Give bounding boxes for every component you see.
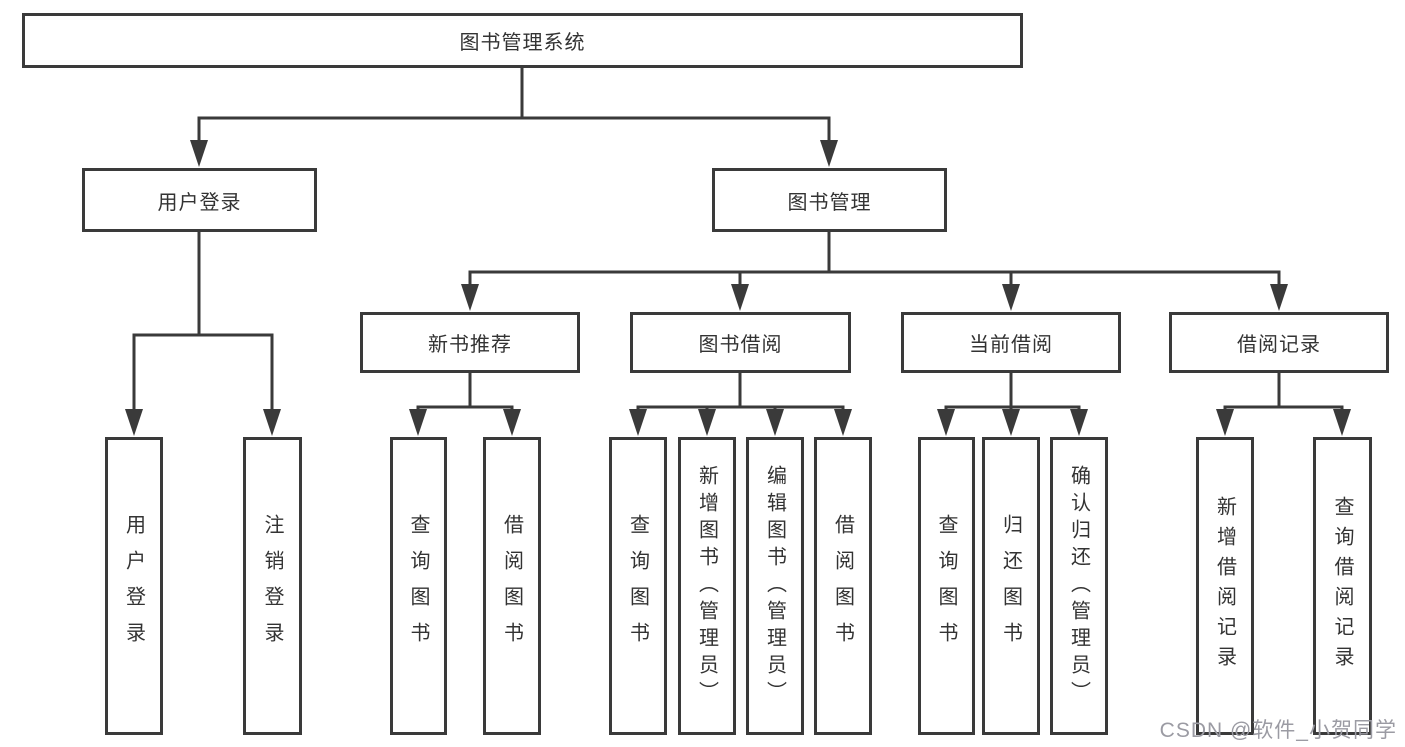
node-borrowing-records: 借阅记录 [1169, 312, 1389, 373]
leaf-logout: 注销登录 [243, 437, 302, 735]
leaf-label: 借阅图书 [831, 514, 854, 658]
leaf-query-borrow-record: 查询借阅记录 [1313, 437, 1372, 735]
leaf-query-books-current: 查询图书 [918, 437, 975, 735]
node-label: 图书管理系统 [459, 32, 586, 54]
node-book-management: 图书管理 [712, 168, 947, 232]
leaf-edit-books-admin: 编辑图书（管理员） [746, 437, 804, 735]
leaf-confirm-return-admin: 确认归还（管理员） [1050, 437, 1108, 735]
leaf-label: 确认归还（管理员） [1067, 464, 1090, 708]
node-label: 图书管理 [787, 191, 872, 214]
leaf-query-books-borrow: 查询图书 [609, 437, 667, 735]
leaf-label: 编辑图书（管理员） [763, 464, 786, 708]
leaf-label: 借阅图书 [500, 514, 523, 658]
leaf-return-books: 归还图书 [982, 437, 1040, 735]
leaf-user-login: 用户登录 [105, 437, 163, 735]
csdn-watermark: CSDN @软件_小贺同学 [1159, 719, 1397, 742]
node-label: 图书借阅 [698, 334, 783, 356]
leaf-label: 查询图书 [935, 514, 957, 658]
leaf-label: 新增图书（管理员） [695, 464, 718, 708]
leaf-label: 查询借阅记录 [1331, 496, 1353, 676]
leaf-add-books-admin: 新增图书（管理员） [678, 437, 736, 735]
leaf-label: 归还图书 [999, 514, 1022, 658]
node-user-login: 用户登录 [82, 168, 317, 232]
leaf-label: 查询图书 [626, 514, 649, 658]
leaf-borrow-books: 借阅图书 [814, 437, 872, 735]
node-library-management-system: 图书管理系统 [22, 13, 1023, 68]
leaf-label: 注销登录 [261, 514, 283, 658]
node-label: 用户登录 [157, 191, 242, 214]
leaf-add-borrow-record: 新增借阅记录 [1196, 437, 1254, 735]
node-label: 借阅记录 [1237, 334, 1321, 356]
leaf-query-books-recommend: 查询图书 [390, 437, 447, 735]
leaf-label: 查询图书 [407, 514, 429, 658]
leaf-borrow-books-recommend: 借阅图书 [483, 437, 541, 735]
node-book-borrowing: 图书借阅 [630, 312, 851, 373]
leaf-label: 新增借阅记录 [1213, 496, 1236, 676]
node-label: 当前借阅 [969, 334, 1053, 356]
node-label: 新书推荐 [428, 334, 512, 356]
leaf-label: 用户登录 [122, 514, 145, 658]
node-new-book-recommendation: 新书推荐 [360, 312, 580, 373]
node-current-borrowing: 当前借阅 [901, 312, 1121, 373]
